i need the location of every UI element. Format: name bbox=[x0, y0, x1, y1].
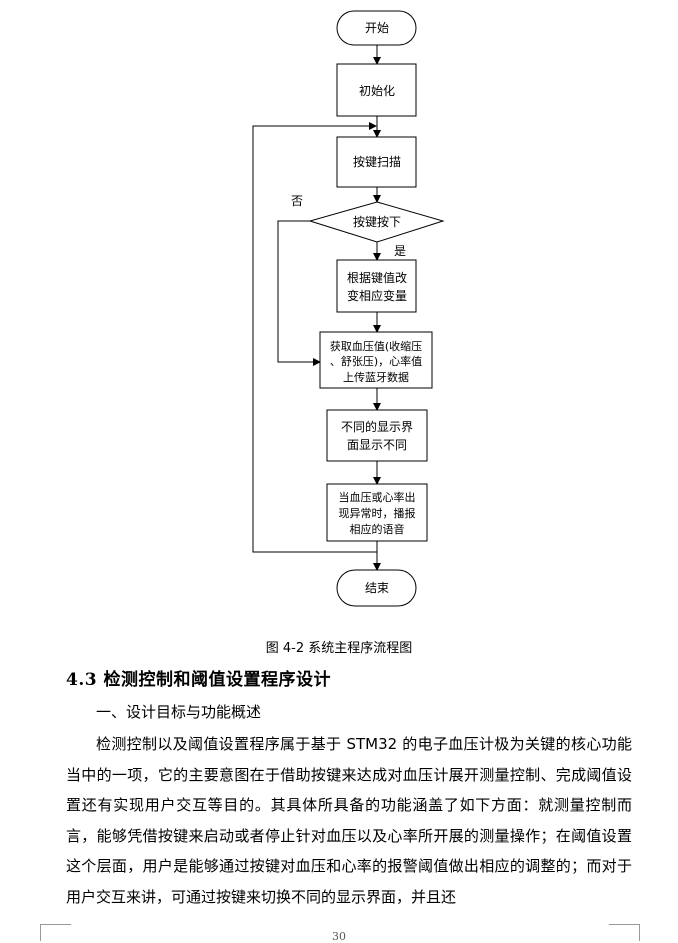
alarm-label-line2: 现异常时，播报 bbox=[339, 506, 416, 520]
decision-label: 按键按下 bbox=[353, 215, 401, 229]
acquire-label-line2: 、舒张压)，心率值 bbox=[330, 354, 422, 368]
end-label: 结束 bbox=[365, 581, 389, 595]
no-label: 否 bbox=[291, 194, 303, 208]
scan-box bbox=[336, 136, 417, 188]
alarm-box bbox=[326, 483, 428, 542]
page-number: 30 bbox=[332, 930, 346, 943]
decision-diamond bbox=[308, 201, 445, 243]
display-label-line2: 面显示不同 bbox=[347, 438, 407, 452]
start-terminal bbox=[336, 10, 417, 46]
page-corner-right bbox=[609, 924, 640, 941]
body-paragraph: 检测控制以及阈值设置程序属于基于 STM32 的电子血压计极为关键的核心功能当中… bbox=[66, 735, 632, 906]
start-label: 开始 bbox=[365, 21, 389, 35]
section-title: 4.3 检测控制和阈值设置程序设计 bbox=[66, 670, 331, 690]
display-box bbox=[326, 409, 428, 462]
init-label: 初始化 bbox=[359, 84, 395, 98]
subheading: 一、设计目标与功能概述 bbox=[96, 703, 262, 721]
display-label-line1: 不同的显示界 bbox=[341, 419, 413, 434]
acquire-label-line1: 获取血压值(收缩压 bbox=[330, 339, 422, 353]
alarm-label-line3: 相应的语音 bbox=[350, 522, 405, 536]
change-label-line1: 根据键值改 bbox=[347, 270, 407, 285]
end-terminal bbox=[336, 569, 417, 607]
acquire-box bbox=[319, 331, 433, 389]
scan-label: 按键扫描 bbox=[353, 155, 401, 169]
acquire-label-line3: 上传蓝牙数据 bbox=[343, 370, 409, 384]
init-box bbox=[336, 63, 417, 117]
alarm-label-line1: 当血压或心率出 bbox=[339, 490, 416, 504]
flowchart: 开始 初始化 按键扫描 按键按下 否 是 根据键值改 变相应变量 获取血压值(收… bbox=[252, 10, 445, 607]
change-box bbox=[336, 259, 417, 313]
change-label-line2: 变相应变量 bbox=[347, 288, 407, 303]
page-corner-left bbox=[40, 924, 71, 941]
figure-caption: 图 4-2 系统主程序流程图 bbox=[265, 641, 413, 656]
yes-label: 是 bbox=[394, 244, 406, 258]
